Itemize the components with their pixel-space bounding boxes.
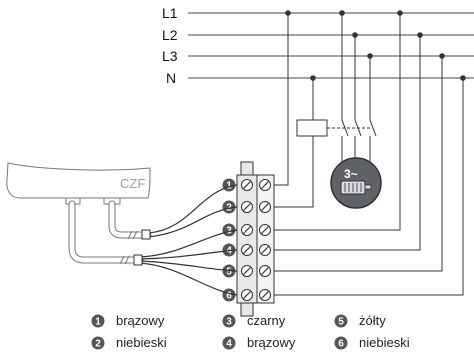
motor-label: 3~: [344, 167, 358, 181]
terminal-5: 5: [222, 264, 271, 278]
legend-item-5: 5 żółty: [334, 313, 386, 328]
legend-badge: [334, 314, 348, 328]
legend-item-1: 1 brązowy: [91, 313, 165, 328]
legend-label: czarny: [247, 313, 286, 328]
terminal-screw-slot: [261, 291, 269, 299]
terminal-screw-slot: [261, 267, 269, 275]
terminal-badge: [222, 243, 236, 257]
terminal-6: 6: [222, 288, 271, 302]
terminal-screw-slot: [261, 203, 269, 211]
terminal-screw-slot: [243, 267, 251, 275]
legend-badge: [91, 314, 105, 328]
line-label-l2: L2: [162, 27, 178, 43]
junction-dots: [285, 10, 466, 81]
legend-item-2: 2 niebieski: [91, 335, 167, 350]
legend-badge: [334, 336, 348, 350]
legend-item-6: 6 niebieski: [334, 335, 410, 350]
conductor-ferrules: [133, 229, 151, 266]
czf-device: [6, 162, 151, 199]
terminal-badge-number: 1: [226, 181, 232, 192]
legend-badge-number: 6: [338, 339, 344, 350]
contactor-poles: [341, 13, 377, 162]
wire-l1-to-terminal-1: [268, 13, 289, 186]
legend-label: żółty: [359, 313, 386, 328]
wire-n-to-terminal-6: [268, 78, 464, 296]
legend-item-4: 4 brązowy: [222, 335, 296, 350]
cable-break-marks: [119, 230, 138, 265]
legend-badge-number: 2: [95, 339, 101, 350]
legend-badge: [222, 314, 236, 328]
cable-sheaths: [68, 200, 152, 264]
legend-badge-number: 4: [226, 339, 232, 350]
terminal-badge-number: 6: [226, 291, 232, 302]
terminal-screw-slot: [243, 291, 251, 299]
legend-label: brązowy: [116, 313, 165, 328]
terminal-screw-slot: [261, 181, 269, 189]
legend-badge-number: 1: [95, 317, 101, 328]
line-label-n: N: [166, 70, 176, 86]
color-legend: 1 brązowy 2 niebieski 3 czarny 4 brązowy 5 żółty 6…: [91, 313, 410, 350]
wire-l3-to-terminal-5: [268, 56, 443, 272]
terminal-3: 3: [222, 223, 271, 237]
terminal-screw-slot: [243, 246, 251, 254]
line-label-l3: L3: [162, 48, 178, 64]
terminal-2: 2: [222, 200, 271, 214]
terminal-4: 4: [222, 243, 271, 257]
legend-badge-number: 5: [338, 317, 344, 328]
terminal-badge: [222, 200, 236, 214]
relay-coil: [296, 119, 328, 137]
terminal-screw-slot: [261, 246, 269, 254]
terminal-screw-slot: [243, 181, 251, 189]
legend-label: niebieski: [116, 335, 167, 350]
legend-label: niebieski: [359, 335, 410, 350]
legend-badge: [91, 336, 105, 350]
terminal-screws: 1 2 3 4 5 6: [222, 178, 271, 302]
terminal-screw-slot: [243, 203, 251, 211]
motor: [330, 157, 382, 209]
terminal-screw-slot: [261, 226, 269, 234]
legend-badge-number: 3: [226, 317, 232, 328]
legend-badge: [222, 336, 236, 350]
wire-l1-to-terminal-3: [268, 13, 401, 231]
terminal-badge: [222, 223, 236, 237]
terminal-1: 1: [222, 178, 271, 192]
wire-l2-to-terminal-4: [268, 35, 421, 251]
terminal-badge-number: 5: [226, 267, 232, 278]
wire-coil-to-terminal-2: [268, 136, 314, 208]
legend-item-3: 3 czarny: [222, 313, 286, 328]
terminal-screw-slot: [243, 226, 251, 234]
cable-conductors: [139, 184, 238, 296]
legend-label: brązowy: [247, 335, 296, 350]
line-label-l1: L1: [162, 5, 178, 21]
czf-device-label: CZF: [120, 176, 145, 191]
